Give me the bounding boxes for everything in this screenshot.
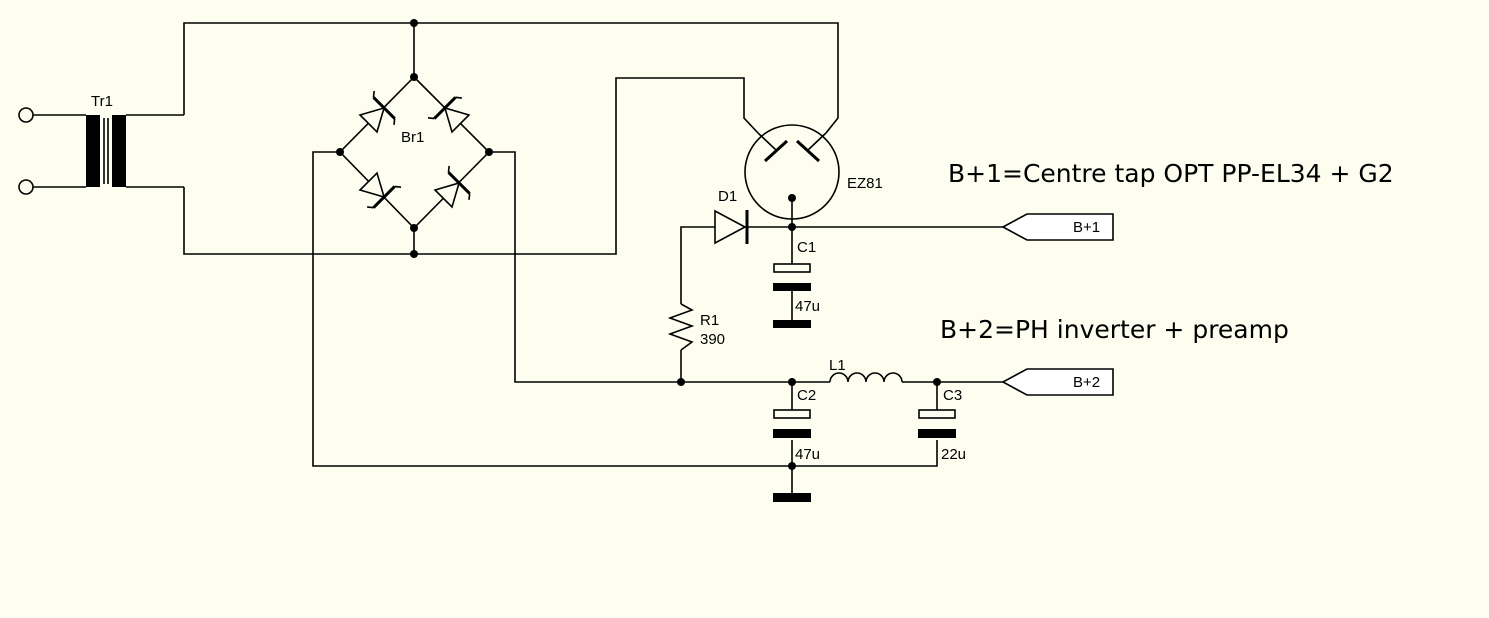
- bplus2-label: B+2: [1073, 374, 1100, 391]
- tr1-label: Tr1: [91, 93, 113, 110]
- c2-label: C2: [797, 387, 816, 404]
- capacitor-c2: [773, 409, 811, 438]
- output-flag-bplus2: [1001, 368, 1114, 396]
- c1-label: C1: [797, 239, 816, 256]
- resistor-r1: [667, 303, 695, 351]
- l1-label: L1: [829, 357, 846, 374]
- d1-label: D1: [718, 188, 737, 205]
- output-flag-bplus1: [1001, 213, 1114, 241]
- bridge-rectifier-br1: [338, 76, 491, 230]
- wires: [183, 22, 1003, 495]
- note-bplus1: B+1=Centre tap OPT PP-EL34 + G2: [948, 159, 1394, 188]
- c3-label: C3: [943, 387, 962, 404]
- bplus1-label: B+1: [1073, 219, 1100, 236]
- diode-d1: [714, 209, 749, 245]
- r1-value: 390: [700, 331, 725, 348]
- c1-value: 47u: [795, 298, 820, 315]
- ez81-label: EZ81: [847, 175, 883, 192]
- input-terminals: [18, 107, 86, 195]
- ground-symbol: [773, 493, 811, 502]
- valve-ez81: [744, 124, 840, 220]
- c3-value: 22u: [941, 446, 966, 463]
- capacitor-c3: [918, 409, 956, 438]
- inductor-l1: [829, 372, 903, 383]
- transformer-tr1: [86, 114, 184, 188]
- br1-label: Br1: [401, 129, 424, 146]
- c2-value: 47u: [795, 446, 820, 463]
- junction-dots: [336, 19, 941, 470]
- capacitor-c1: [773, 263, 811, 328]
- note-bplus2: B+2=PH inverter + preamp: [940, 315, 1289, 344]
- r1-label: R1: [700, 312, 719, 329]
